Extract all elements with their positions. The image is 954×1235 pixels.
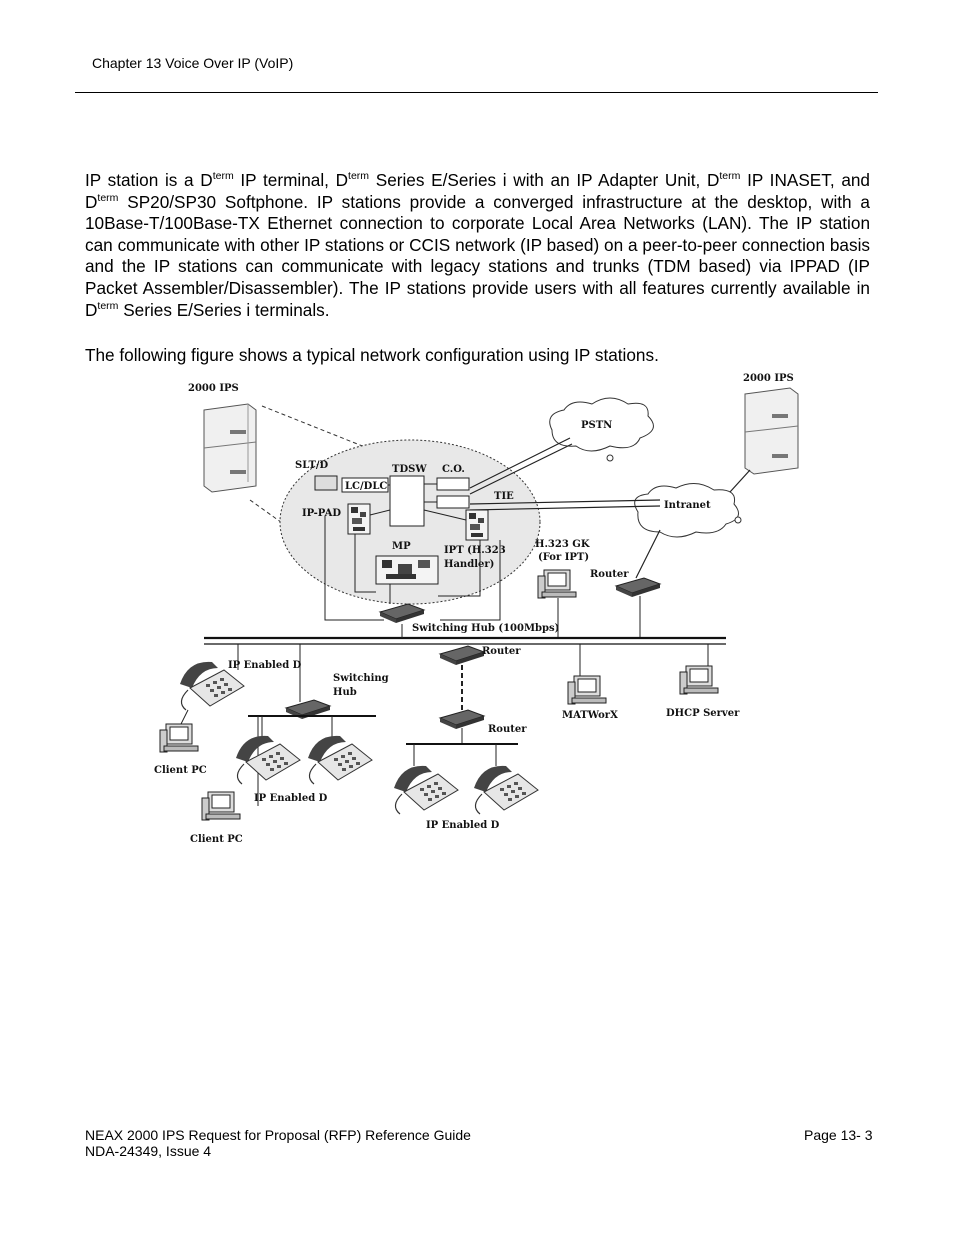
switching-hub-label: Switching Hub (100Mbps) <box>412 623 559 634</box>
router-low-label: Router <box>488 724 527 735</box>
figure-lead-sentence: The following figure shows a typical net… <box>85 345 659 365</box>
ips-cabinet-left <box>203 403 257 493</box>
router-mid-label: Router <box>482 646 521 657</box>
intranet-cloud <box>634 483 742 538</box>
tdsw-block <box>389 475 425 527</box>
ippad-board-icon <box>347 503 371 535</box>
tdsw-label: TDSW <box>392 464 427 475</box>
header-rule <box>75 92 878 93</box>
ip-phone-3a-icon <box>393 765 459 815</box>
intranet-label: Intranet <box>664 500 711 511</box>
footer-page-number: Page 13- 3 <box>804 1127 873 1143</box>
pstn-label: PSTN <box>581 420 612 431</box>
switching-hub-100mbps-icon <box>379 603 425 624</box>
tie-trunk-card <box>436 495 470 509</box>
client-pc-2-icon <box>201 791 241 821</box>
ipt-label-2: Handler) <box>444 559 494 570</box>
pstn-cloud <box>549 397 654 462</box>
router-mid-icon <box>439 645 485 666</box>
matworx-label: MATWorX <box>562 710 618 721</box>
mp-board-icon <box>375 555 439 585</box>
router-top-icon <box>615 577 661 598</box>
sw-hub-label-1: Switching <box>333 673 389 684</box>
mp-label: MP <box>392 541 411 552</box>
footer-doc-number: NDA-24349, Issue 4 <box>85 1143 212 1159</box>
dhcp-label: DHCP Server <box>666 708 740 719</box>
co-trunk-card <box>436 477 470 491</box>
slt-phone-icon <box>314 475 338 491</box>
client-pc-1-label: Client PC <box>154 765 207 776</box>
router-low-icon <box>439 709 485 730</box>
lcdlc-label: LC/DLC <box>345 481 387 492</box>
router-top-label: Router <box>590 569 629 580</box>
network-configuration-figure: 2000 IPS 2000 IPS PSTN Intranet SLT/D LC… <box>140 370 810 852</box>
ips-left-label: 2000 IPS <box>188 383 239 394</box>
ip-enabled-2-label: IP Enabled D <box>254 793 328 804</box>
footer-doc-title: NEAX 2000 IPS Request for Proposal (RFP)… <box>85 1127 471 1143</box>
ip-phone-2b-icon <box>307 735 373 785</box>
ipt-board-icon <box>465 509 489 541</box>
h323-gk-pc-icon <box>537 569 577 599</box>
sw-hub-label-2: Hub <box>333 687 357 698</box>
ip-enabled-3-label: IP Enabled D <box>426 820 500 831</box>
ip-enabled-1-label: IP Enabled D <box>228 660 302 671</box>
ippad-label: IP-PAD <box>302 508 341 519</box>
client-pc-2-label: Client PC <box>190 834 243 845</box>
gk-label-2: (For IPT) <box>538 552 589 563</box>
ips-cabinet-right <box>744 387 799 475</box>
slt-label: SLT/D <box>295 460 329 471</box>
co-label: C.O. <box>442 464 465 475</box>
ipt-label-1: IPT (H.323 <box>444 545 506 556</box>
dhcp-server-pc-icon <box>679 665 719 695</box>
running-header: Chapter 13 Voice Over IP (VoIP) <box>92 55 294 71</box>
ips-right-label: 2000 IPS <box>743 373 794 384</box>
gk-label-1: H.323 GK <box>535 539 590 550</box>
client-pc-1-icon <box>159 723 199 753</box>
tie-label: TIE <box>494 491 514 502</box>
matworx-pc-icon <box>567 675 607 705</box>
intro-paragraph: IP station is a Dterm IP terminal, Dterm… <box>85 170 870 320</box>
ip-phone-2a-icon <box>235 735 301 785</box>
ip-phone-3b-icon <box>473 765 539 815</box>
